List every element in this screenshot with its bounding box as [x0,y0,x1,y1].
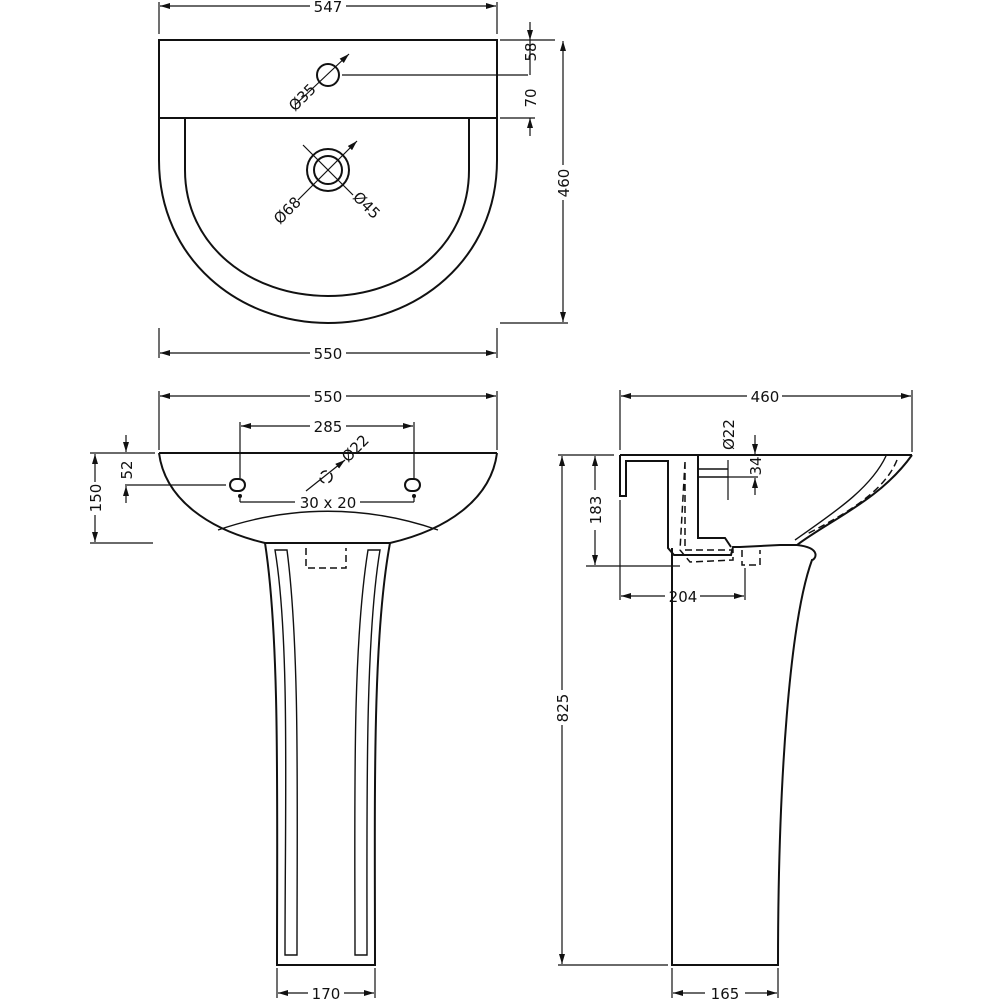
tap-hole [316,63,340,87]
dim-52: 52 [118,460,136,479]
waste-inner [313,155,343,185]
dim-170: 170 [312,985,341,1000]
pedestal-side [671,544,817,966]
dim-460-top: 460 [555,169,573,198]
basin-front-outline [158,452,498,544]
basin-side-outline [619,454,913,556]
label-d35: Ø35 [285,80,320,115]
dim-165: 165 [711,985,740,1000]
bowl-outline [184,118,470,298]
fixing-slot-left [229,478,246,492]
dim-547: 547 [314,0,343,16]
side-view: 460 Ø22 34 183 204 825 165 [554,388,913,1000]
dim-204: 204 [669,588,698,606]
dim-70: 70 [522,88,540,107]
dim-58: 58 [522,42,540,61]
top-view: 547 58 70 460 Ø35 Ø68 Ø45 550 [158,0,573,363]
waste-outer [306,148,350,192]
front-view: Ø22 550 285 30 x 20 52 150 170 [87,388,498,1000]
dim-550-front: 550 [314,388,343,406]
label-d45: Ø45 [349,188,384,223]
pedestal-front [264,542,391,966]
dim-825: 825 [554,694,572,723]
label-d22-side: Ø22 [720,419,738,450]
dim-150: 150 [87,484,105,513]
basin-outline [158,118,498,325]
dim-183: 183 [587,496,605,525]
dim-34: 34 [747,456,765,475]
dim-460-side: 460 [751,388,780,406]
fixing-slot-right [404,478,421,492]
dim-550-top: 550 [314,345,343,363]
basin-deck [158,39,498,119]
dim-285: 285 [314,418,343,436]
dim-30x20: 30 x 20 [300,494,357,512]
